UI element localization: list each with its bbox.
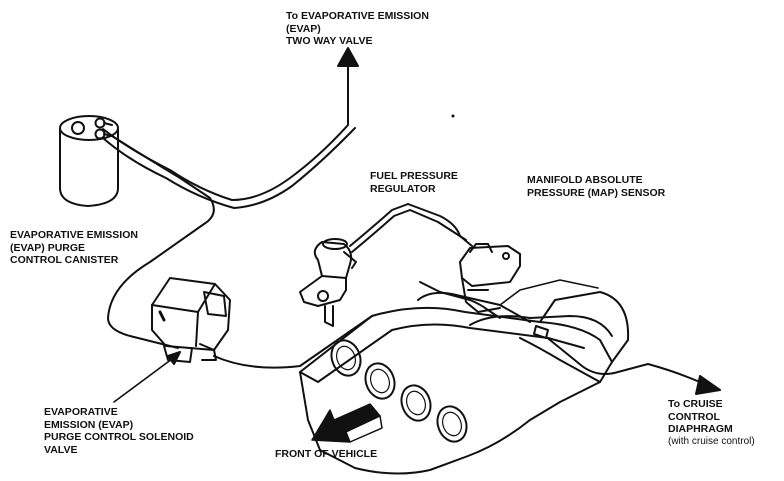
purge-canister [59, 115, 119, 207]
label-two-way-valve-line: (EVAP) [286, 22, 321, 35]
map-sensor [459, 243, 521, 313]
label-solenoid-line: EMISSION (EVAP) [44, 418, 134, 431]
two-way-valve-arrow [337, 47, 359, 67]
label-purge-solenoid: EVAPORATIVE EMISSION (EVAP) PURGE CONTRO… [44, 406, 194, 456]
label-fpr-line: REGULATOR [370, 182, 436, 195]
speck-mark [451, 114, 455, 118]
label-solenoid-line: VALVE [44, 443, 78, 456]
fuel-pressure-regulator [299, 238, 357, 327]
label-two-way-valve-line: TWO WAY VALVE [286, 35, 373, 47]
label-solenoid-line: EVAPORATIVE [44, 406, 118, 418]
label-canister-line: (EVAP) PURGE [10, 241, 86, 254]
purge-solenoid-pointer [113, 351, 181, 403]
purge-solenoid-valve [151, 277, 231, 363]
front-of-vehicle-arrow [311, 403, 383, 443]
cruise-diaphragm-arrow [689, 375, 721, 395]
label-cruise-line: CONTROL [668, 410, 720, 423]
label-fuel-pressure-regulator: FUEL PRESSURE REGULATOR [370, 170, 458, 195]
label-cruise-note: (with cruise control) [668, 435, 755, 447]
label-canister-line: EVAPORATIVE EMISSION [10, 229, 138, 241]
label-cruise-diaphragm: To CRUISE CONTROL DIAPHRAGM (with cruise… [668, 398, 755, 448]
label-front-of-vehicle: FRONT OF VEHICLE [275, 448, 377, 461]
label-canister-line: CONTROL CANISTER [10, 254, 119, 266]
label-map-line: MANIFOLD ABSOLUTE [527, 174, 643, 186]
label-cruise-line: To CRUISE [668, 398, 723, 410]
label-two-way-valve: To EVAPORATIVE EMISSION (EVAP) TWO WAY V… [286, 10, 429, 48]
label-purge-canister: EVAPORATIVE EMISSION (EVAP) PURGE CONTRO… [10, 229, 138, 267]
label-cruise-line: DIAPHRAGM [668, 423, 733, 435]
label-two-way-valve-line: To EVAPORATIVE EMISSION [286, 10, 429, 22]
label-fpr-line: FUEL PRESSURE [370, 170, 458, 182]
intake-ports [330, 339, 468, 443]
intake-manifold [299, 279, 630, 475]
label-front-line: FRONT OF VEHICLE [275, 448, 378, 460]
vacuum-hoses [102, 61, 691, 379]
label-map-line: PRESSURE (MAP) SENSOR [527, 186, 666, 199]
label-solenoid-line: PURGE CONTROL SOLENOID [44, 431, 194, 443]
label-map-sensor: MANIFOLD ABSOLUTE PRESSURE (MAP) SENSOR [527, 174, 665, 199]
